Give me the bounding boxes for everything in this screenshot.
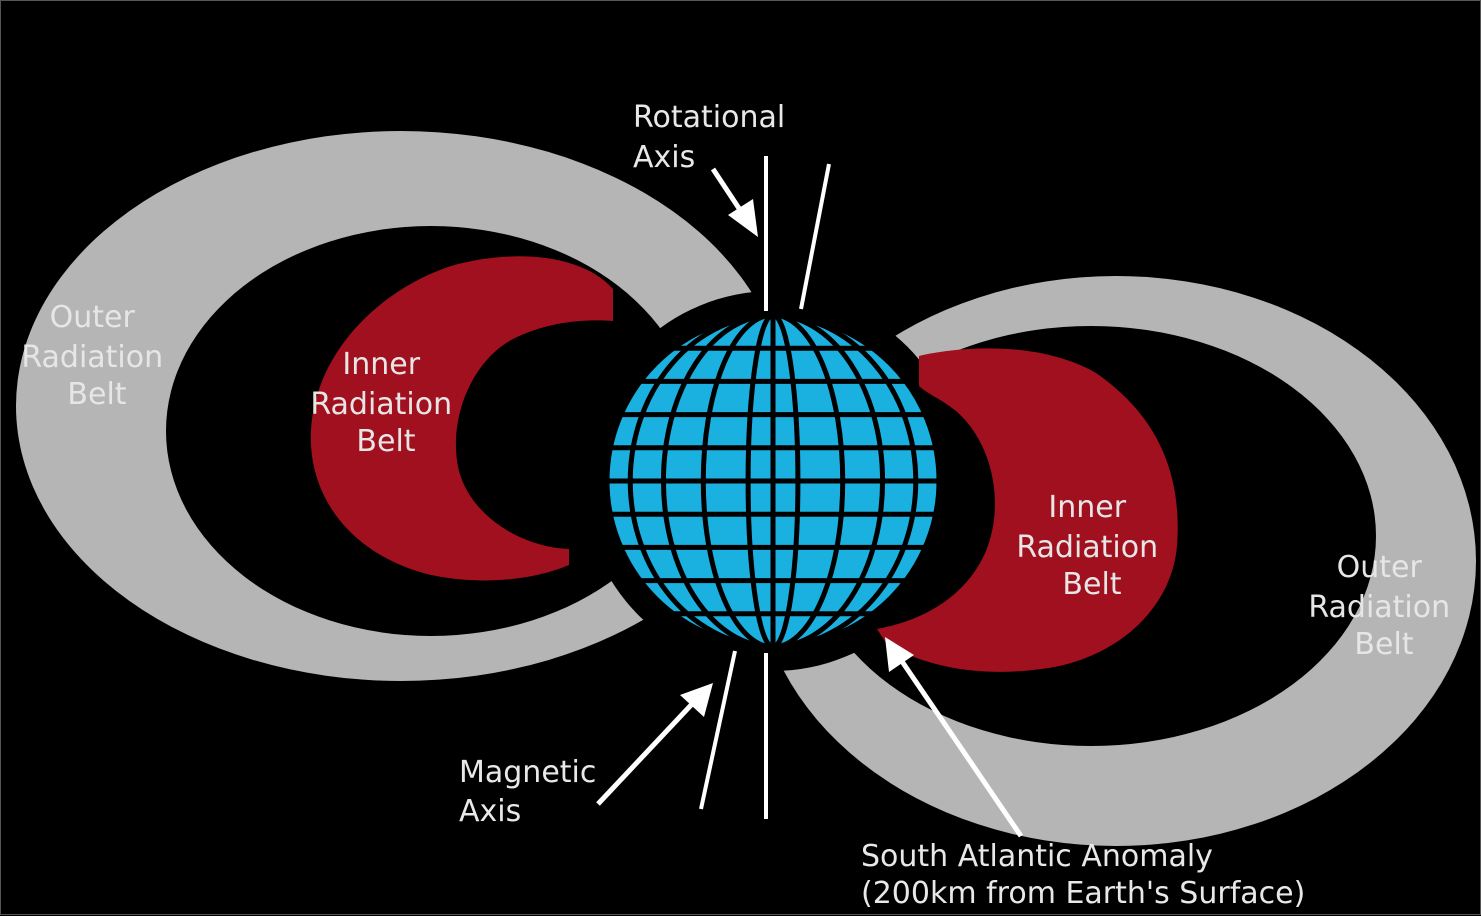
inner-belt-left: [310, 256, 613, 581]
inner-belt-right: [877, 348, 1178, 672]
meridian-line: [627, 315, 919, 647]
meridian-line: [660, 315, 886, 647]
rotational-axis-label: Rotational Axis: [633, 100, 795, 175]
magnetic-axis-label: Magnetic Axis: [459, 755, 606, 829]
outer-belt-right-label: Outer Radiation Belt: [1308, 550, 1459, 662]
meridian-line: [700, 315, 846, 647]
inner-belt-right-label: Inner Radiation Belt: [1016, 490, 1167, 602]
meridian-line: [745, 315, 801, 647]
saa-arrow: [885, 637, 1024, 838]
magnetic-axis-bottom: [699, 650, 737, 810]
magnetic-axis-arrow: [596, 683, 713, 806]
magnetic-axis-top: [799, 163, 831, 310]
rotational-axis-arrow: [710, 167, 758, 237]
south-atlantic-anomaly-label: South Atlantic Anomaly (200km from Earth…: [861, 839, 1305, 911]
earth-globe: [606, 314, 940, 648]
outer-belt-left-label: Outer Radiation Belt: [21, 300, 172, 412]
inner-belt-left-label: Inner Radiation Belt: [310, 347, 461, 459]
